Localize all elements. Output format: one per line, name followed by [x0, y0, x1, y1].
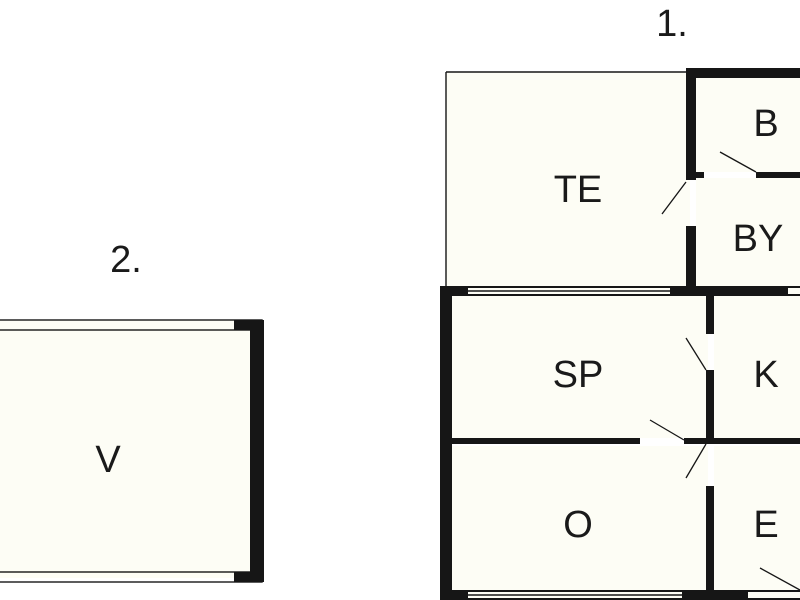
- wall-sp-o-stub: [684, 438, 800, 444]
- door-te-by: [661, 181, 687, 215]
- room-by-floor: [696, 178, 800, 288]
- wall-lower-left: [440, 286, 452, 600]
- room-b-floor: [696, 78, 800, 172]
- room-o-floor: [452, 446, 708, 592]
- room-label-o: O: [563, 504, 593, 546]
- room-label-sp: SP: [553, 354, 604, 396]
- room-te-floor: [446, 72, 690, 288]
- window-by-right: [788, 288, 800, 294]
- wall-b-by-stub: [696, 172, 704, 178]
- building-number-1: 1.: [656, 3, 688, 45]
- room-k-floor: [714, 296, 800, 438]
- wall-central-mid: [706, 370, 714, 438]
- wall-top-b: [686, 68, 800, 78]
- room-v-floor: [0, 320, 262, 578]
- room-label-b: B: [753, 103, 778, 145]
- building-number-2: 2.: [110, 239, 142, 281]
- door-b-by: [719, 151, 757, 173]
- building-1: 1.: [440, 3, 800, 600]
- door-o-e: [685, 443, 707, 479]
- door-e-exit: [759, 567, 800, 591]
- wall-central-lower: [706, 486, 714, 590]
- wall-bottom-corner: [234, 572, 264, 582]
- wall-right: [250, 320, 264, 582]
- room-label-te: TE: [554, 169, 603, 211]
- room-label-v: V: [95, 439, 121, 481]
- wall-central-upper: [706, 296, 714, 334]
- window-e-bottom: [748, 592, 800, 598]
- wall-sp-o-divider: [452, 438, 640, 444]
- door-sp-o: [649, 419, 685, 441]
- wall-top-corner: [234, 320, 264, 330]
- room-e-floor: [714, 446, 800, 592]
- door-sp-k: [685, 337, 707, 371]
- room-label-e: E: [753, 504, 778, 546]
- wall-b-by-divider: [756, 172, 800, 178]
- room-sp-floor: [452, 296, 708, 438]
- room-label-k: K: [753, 354, 778, 396]
- building-2: V 2.: [0, 239, 264, 583]
- wall-te-b-divider: [686, 68, 696, 180]
- room-label-by: BY: [733, 218, 784, 260]
- wall-te-by-divider-low: [686, 226, 696, 296]
